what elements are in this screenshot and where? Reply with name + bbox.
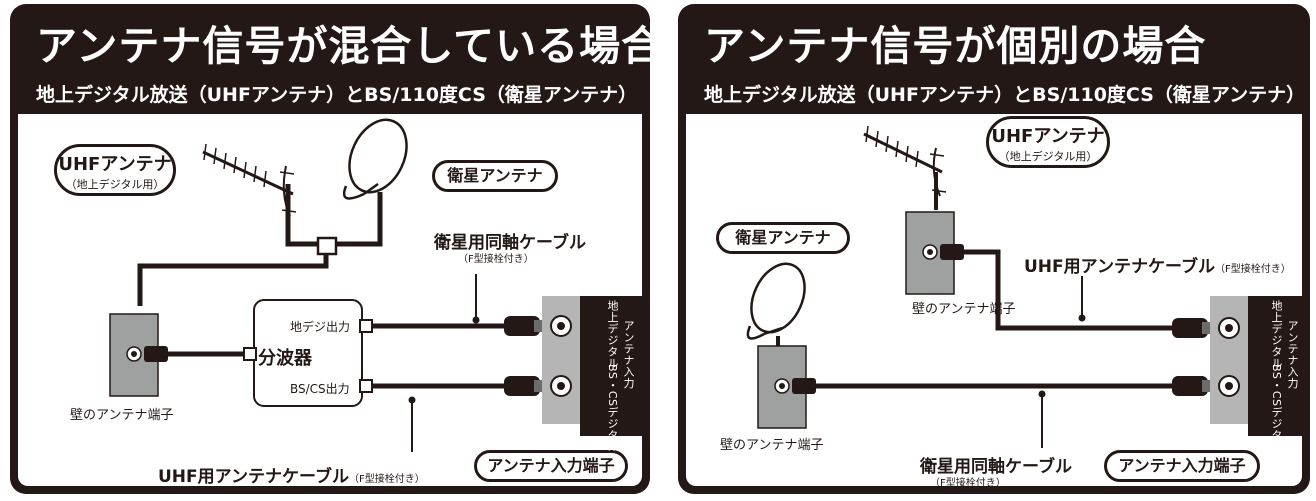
tv-label-bscs: BS・CSデジタル [1270,364,1283,453]
cables [137,184,518,389]
splitter-input-port [243,347,257,361]
sat-cable-label: 衛星用同軸ケーブル [920,457,1072,477]
wall-plate-icon [905,211,964,295]
input-terminal-label: アンテナ入力端子 [1104,450,1260,482]
tv-label-terrestrial: 地上デジタル [1270,300,1283,369]
uhf-antenna-label: UHFアンテナ （地上デジタル用） [54,144,176,196]
panel-subtitle: 地上デジタル放送（UHFアンテナ）とBS/110度CS（衛星アンテナ） [704,84,1306,106]
label-sub: （地上デジタル用） [65,178,165,191]
leader-dot [408,396,416,404]
f-connector-icon [504,316,546,336]
wall-plate-icon [757,345,816,429]
leader-dot [1038,390,1046,398]
label-sub: （F型接栓付き） [1214,264,1291,275]
wall-terminal-label: 壁のアンテナ端子 [912,302,1016,317]
wall-plate-icon [109,313,168,397]
tv-input-panel [1210,296,1302,436]
label-main: UHFアンテナ [991,126,1105,147]
splitter-label: 分波器 [258,348,312,369]
tv-label-terrestrial: 地上デジタル [606,300,619,369]
diagram-canvas: UHFアンテナ （地上デジタル用） 衛星アンテナ 壁のアンテナ端子 UHF用アン… [686,114,1302,489]
label-main: UHF用アンテナケーブル [158,467,349,487]
cables [816,249,1186,389]
wall-terminal-label: 壁のアンテナ端子 [70,408,174,423]
splitter-port-2 [359,379,373,393]
satellite-antenna-label: 衛星アンテナ [432,160,558,192]
panel-title: アンテナ信号が個別の場合 [704,22,1207,70]
wiring-diagram [109,118,642,452]
tv-label-bscs: BS・CSデジタル [606,364,619,453]
sat-cable-sublabel: （F型接栓付き） [930,478,1006,489]
panel-separate-signal: アンテナ信号が個別の場合 地上デジタル放送（UHFアンテナ）とBS/110度CS… [678,4,1310,494]
panel-title: アンテナ信号が混合している場合 [36,22,650,70]
f-connector-icon [1172,318,1214,338]
uhf-antenna-label: UHFアンテナ （地上デジタル用） [986,116,1110,168]
uhf-antenna-icon [863,125,947,210]
satellite-dish-icon [342,118,408,200]
satellite-antenna-label: 衛星アンテナ [716,222,850,254]
panel-subtitle: 地上デジタル放送（UHFアンテナ）とBS/110度CS（衛星アンテナ） [36,84,638,106]
uhf-antenna-icon [202,143,297,217]
tv-label-input: アンテナ入力 [622,320,635,389]
label-main: UHFアンテナ [58,154,172,175]
sat-cable-label: 衛星用同軸ケーブル [434,233,586,253]
tv-label-input: アンテナ入力 [1286,320,1299,389]
wiring-diagram [746,125,1302,448]
input-terminal-label: アンテナ入力端子 [474,450,628,482]
label-main: UHF用アンテナケーブル [1024,257,1215,277]
label-sub: （地上デジタル用） [998,150,1098,163]
splitter-output-1-label: 地デジ出力 [290,320,351,334]
diagram-canvas: UHFアンテナ （地上デジタル用） 衛星アンテナ 衛星用同軸ケーブル （F型接栓… [18,114,642,487]
panel-mixed-signal: アンテナ信号が混合している場合 地上デジタル放送（UHFアンテナ）とBS/110… [10,4,650,494]
label-sub: （F型接栓付き） [348,474,425,485]
splitter-output-2-label: BS/CS出力 [290,382,350,396]
f-connector-icon [1172,376,1214,396]
wall-terminal-label: 壁のアンテナ端子 [720,438,824,453]
satellite-dish-icon [746,262,806,348]
leader-dot [1078,314,1086,322]
leader-dot [472,316,480,324]
tv-input-panel [542,296,642,436]
sat-cable-sublabel: （F型接栓付き） [458,254,534,265]
uhf-cable-label: UHF用アンテナケーブル（F型接栓付き） [1024,252,1291,277]
uhf-cable-label: UHF用アンテナケーブル（F型接栓付き） [158,462,425,487]
junction-box [316,236,338,256]
f-connector-icon [504,376,546,396]
splitter-port-1 [359,319,373,333]
